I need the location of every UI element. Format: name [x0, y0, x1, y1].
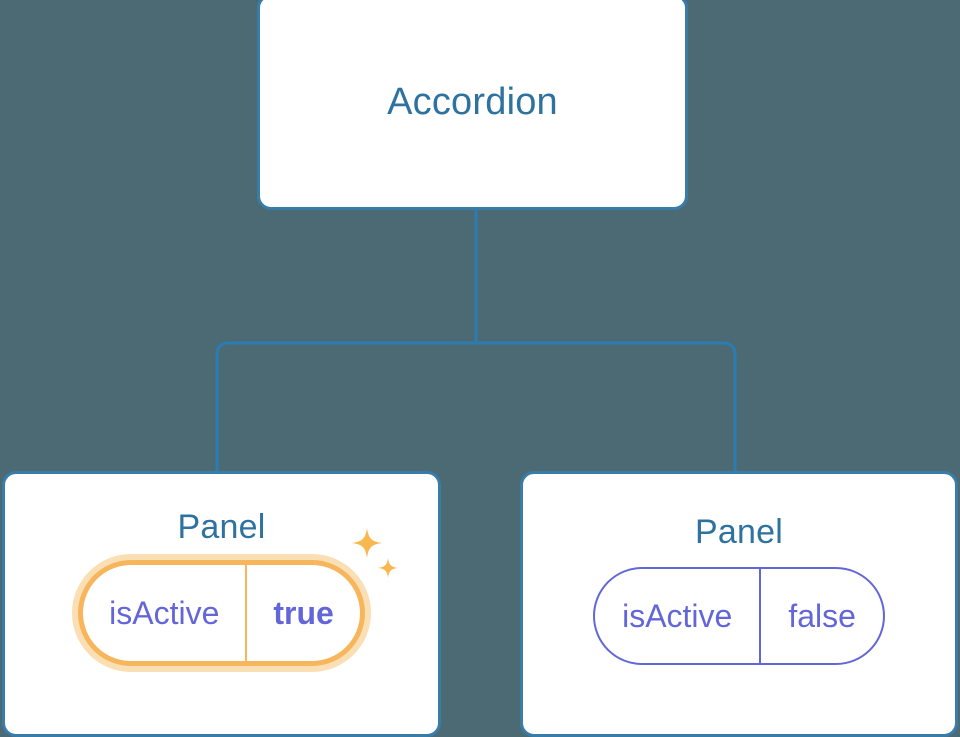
- sparkle-large-icon: [351, 528, 382, 558]
- node-panel-right[interactable]: Panel isActive false: [520, 471, 958, 737]
- node-accordion[interactable]: Accordion: [257, 0, 688, 210]
- prop-value-label: true: [245, 565, 359, 661]
- node-accordion-title: Accordion: [387, 81, 558, 123]
- prop-value-label: false: [759, 569, 883, 663]
- sparkles-group: [347, 526, 407, 590]
- prop-pill-isactive-true[interactable]: isActive true: [78, 560, 365, 666]
- prop-pill-wrap-left: isActive true: [78, 528, 398, 666]
- node-panel-right-title: Panel: [695, 513, 783, 551]
- prop-pill-wrap-right: isActive false: [593, 567, 885, 665]
- node-panel-left[interactable]: Panel isActive true: [2, 471, 441, 737]
- prop-key-label: isActive: [622, 598, 733, 634]
- prop-key-label: isActive: [109, 595, 220, 631]
- node-panel-left-title: Panel: [177, 508, 266, 546]
- prop-pill-isactive-false[interactable]: isActive false: [593, 567, 885, 665]
- edge-branch-bus: [215, 341, 737, 473]
- sparkle-small-icon: [377, 558, 398, 578]
